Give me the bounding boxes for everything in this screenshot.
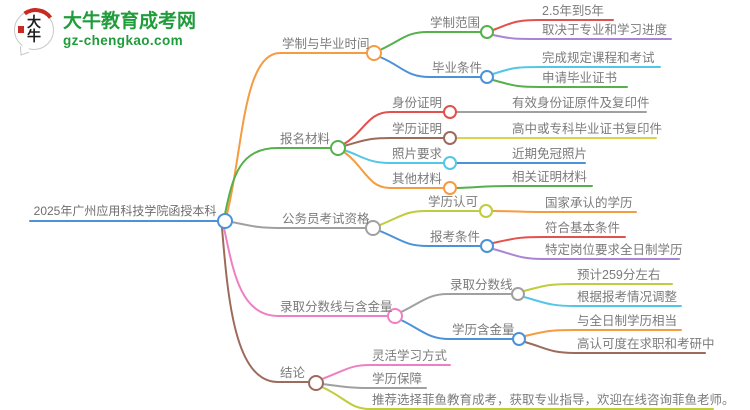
conclusion-label: 结论 xyxy=(280,366,306,380)
score-adjust-label: 根据报考情况调整 xyxy=(577,290,678,304)
photo-requirements-node-circle[interactable] xyxy=(443,156,457,170)
identity-proof-node-circle[interactable] xyxy=(443,105,457,119)
admission-score-label: 录取分数线与含金量 xyxy=(280,300,393,314)
site-url: gz-chengkao.com xyxy=(63,33,184,48)
education-proof-node-circle[interactable] xyxy=(443,131,457,145)
degree-recognition-label: 学历认可 xyxy=(428,195,479,209)
id-card-copy-label: 有效身份证原件及复印件 xyxy=(512,96,650,110)
basic-conditions-label: 符合基本条件 xyxy=(545,221,621,235)
related-proof-label: 相关证明材料 xyxy=(512,170,588,184)
degree-recognition-node-circle[interactable] xyxy=(479,204,493,218)
equal-fulltime-label: 与全日制学历相当 xyxy=(577,314,678,328)
logo-hanzi-text: 大牛 xyxy=(27,14,41,44)
degree-guarantee-label: 学历保障 xyxy=(372,372,423,386)
fulltime-required-label: 特定岗位要求全日制学历 xyxy=(545,243,683,257)
graduation-conditions-node-circle[interactable] xyxy=(480,70,494,84)
high-recognition-label: 高认可度在求职和考研中 xyxy=(577,337,715,351)
civil-service-label: 公务员考试资格 xyxy=(282,212,370,226)
duration-range-node-circle[interactable] xyxy=(480,25,494,39)
degree-value-node-circle[interactable] xyxy=(512,332,526,346)
other-materials-node-circle[interactable] xyxy=(443,181,457,195)
conclusion-node-circle[interactable] xyxy=(308,375,324,391)
recommendation-label: 推荐选择菲鱼教育成考，获取专业指导，欢迎在线咨询菲鱼老师。 xyxy=(372,393,735,407)
site-name: 大牛教育成考网 xyxy=(63,11,197,32)
root-node-circle[interactable] xyxy=(217,213,233,229)
apply-diploma-label: 申请毕业证书 xyxy=(542,71,618,85)
civil-service-node-circle[interactable] xyxy=(365,220,381,236)
study-duration-label: 学制与毕业时间 xyxy=(282,37,370,51)
graduation-conditions-label: 毕业条件 xyxy=(432,61,483,75)
score-line-label: 录取分数线 xyxy=(450,278,513,292)
education-proof-label: 学历证明 xyxy=(392,122,443,136)
degree-value-label: 学历含金量 xyxy=(452,323,515,337)
application-conditions-node-circle[interactable] xyxy=(480,239,494,253)
root-node-label: 2025年广州应用科技学院函授本科 xyxy=(33,204,217,218)
site-logo[interactable]: 大牛 大牛教育成考网 gz-chengkao.com xyxy=(12,5,196,56)
duration-years-label: 2.5年到5年 xyxy=(542,4,604,18)
identity-proof-label: 身份证明 xyxy=(392,96,443,110)
enrollment-materials-node-circle[interactable] xyxy=(330,140,346,156)
diploma-copy-label: 高中或专科毕业证书复印件 xyxy=(512,122,663,136)
state-recognized-label: 国家承认的学历 xyxy=(545,196,633,210)
duration-range-label: 学制范围 xyxy=(430,16,481,30)
application-conditions-label: 报考条件 xyxy=(430,230,481,244)
enrollment-materials-label: 报名材料 xyxy=(280,132,331,146)
logo-text-block: 大牛教育成考网 gz-chengkao.com xyxy=(63,11,196,49)
complete-courses-label: 完成规定课程和考试 xyxy=(542,51,655,65)
photo-requirements-label: 照片要求 xyxy=(392,147,443,161)
recent-photo-label: 近期免冠照片 xyxy=(512,147,588,161)
duration-depends-label: 取决于专业和学习进度 xyxy=(542,23,668,37)
flexible-learning-label: 灵活学习方式 xyxy=(372,349,448,363)
score-line-node-circle[interactable] xyxy=(511,287,525,301)
admission-score-node-circle[interactable] xyxy=(387,308,403,324)
study-duration-node-circle[interactable] xyxy=(366,45,382,61)
logo-bubble-icon: 大牛 xyxy=(12,5,59,56)
expected-score-label: 预计259分左右 xyxy=(577,268,661,282)
logo-seal-icon xyxy=(18,26,24,33)
other-materials-label: 其他材料 xyxy=(392,172,443,186)
